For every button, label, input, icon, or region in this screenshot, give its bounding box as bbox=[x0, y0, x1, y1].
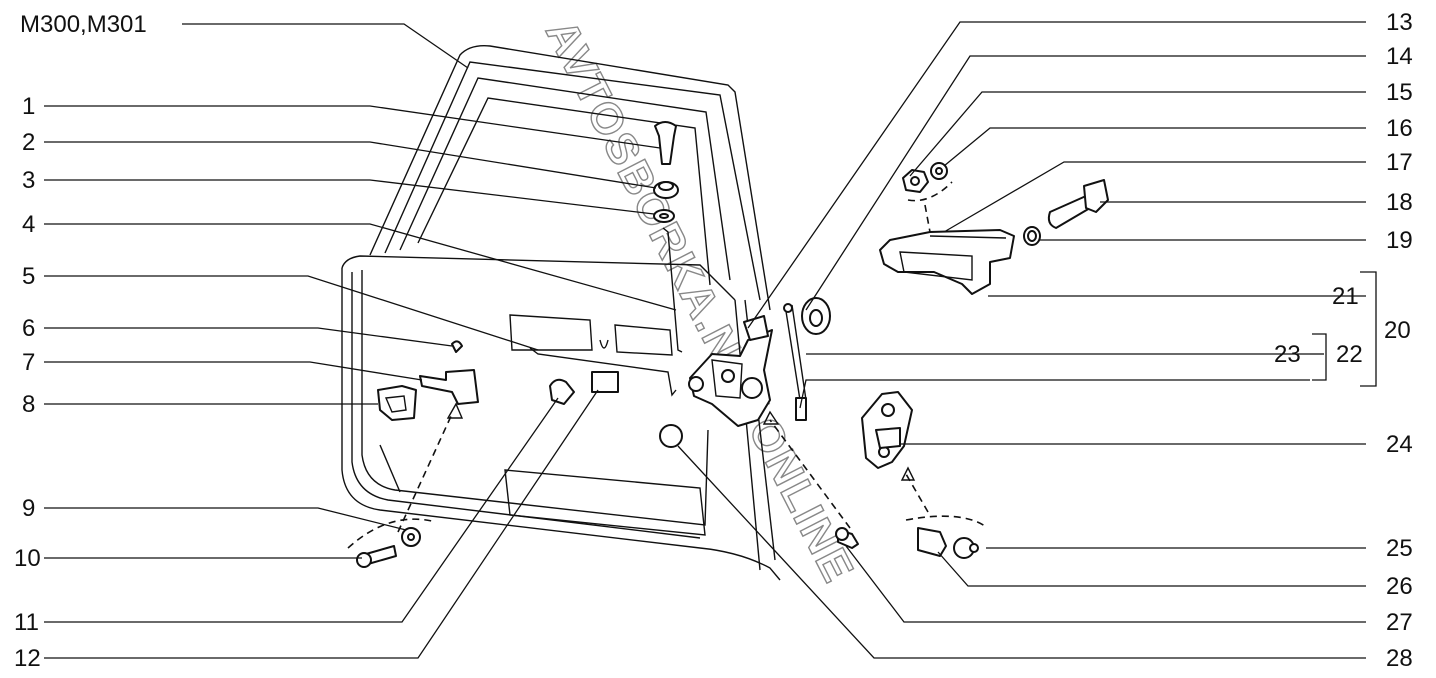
callout-18: 18 bbox=[1386, 189, 1413, 216]
assembly-guides bbox=[347, 181, 986, 549]
rod-clip bbox=[451, 340, 463, 353]
group-label-22: 22 bbox=[1336, 341, 1363, 368]
outer-handle bbox=[879, 229, 1015, 295]
rubber-plug bbox=[659, 424, 683, 448]
callout-9: 9 bbox=[22, 495, 35, 522]
callout-17: 17 bbox=[1386, 149, 1413, 176]
callout-25: 25 bbox=[1386, 535, 1413, 562]
callout-4: 4 bbox=[22, 211, 35, 238]
callout-21: 21 bbox=[1332, 283, 1359, 310]
callout-23: 23 bbox=[1274, 341, 1301, 368]
callout-2: 2 bbox=[22, 129, 35, 156]
leader-lines bbox=[44, 21, 1377, 659]
rod-guide bbox=[591, 371, 619, 393]
callout-7: 7 bbox=[22, 349, 35, 376]
rod-holder-clip bbox=[549, 378, 575, 405]
rod-connector bbox=[795, 397, 807, 421]
callout-8: 8 bbox=[22, 391, 35, 418]
group-label-20: 20 bbox=[1384, 317, 1411, 344]
callout-12: 12 bbox=[14, 645, 41, 672]
callout-3: 3 bbox=[22, 167, 35, 194]
callout-28: 28 bbox=[1386, 645, 1413, 672]
lock-knob bbox=[654, 121, 677, 165]
callout-6: 6 bbox=[22, 315, 35, 342]
handle-trim-cup bbox=[377, 385, 417, 421]
callout-13: 13 bbox=[1386, 9, 1413, 36]
callout-5: 5 bbox=[22, 263, 35, 290]
callout-16: 16 bbox=[1386, 115, 1413, 142]
inner-handle bbox=[419, 369, 479, 405]
callout-26: 26 bbox=[1386, 573, 1413, 600]
lock-rods bbox=[529, 227, 807, 401]
callout-27: 27 bbox=[1386, 609, 1413, 636]
lock-cylinder bbox=[1047, 195, 1091, 229]
model-label: M300,M301 bbox=[20, 11, 147, 38]
parts bbox=[356, 121, 1109, 568]
callout-10: 10 bbox=[14, 545, 41, 572]
callout-15: 15 bbox=[1386, 79, 1413, 106]
callout-1: 1 bbox=[22, 93, 35, 120]
callout-11: 11 bbox=[14, 609, 39, 636]
striker-bolt bbox=[917, 527, 947, 557]
door-panel bbox=[341, 45, 781, 581]
callout-labels: M300,M301 1 2 3 4 5 6 7 8 9 10 11 12 13 … bbox=[14, 9, 1413, 672]
callout-24: 24 bbox=[1386, 431, 1413, 458]
callout-14: 14 bbox=[1386, 43, 1413, 70]
callout-19: 19 bbox=[1386, 227, 1413, 254]
